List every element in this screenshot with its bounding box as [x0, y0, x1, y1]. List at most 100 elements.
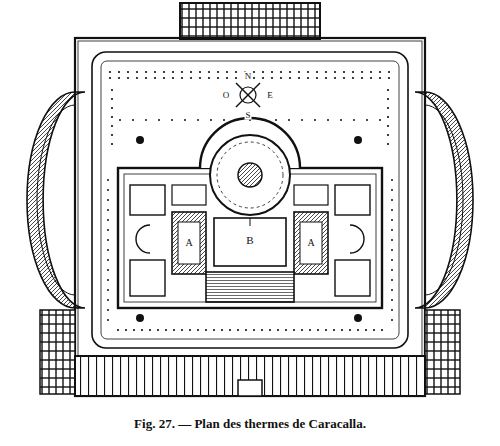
- column-dot: [107, 219, 109, 221]
- column-dot: [205, 329, 207, 331]
- column-dot: [366, 119, 368, 121]
- column-dot: [154, 71, 156, 73]
- room-letter: B: [245, 235, 254, 246]
- column-dot: [107, 209, 109, 211]
- column-dot: [111, 107, 113, 109]
- column-dot: [309, 329, 311, 331]
- column-dot: [190, 71, 192, 73]
- column-dot: [317, 329, 319, 331]
- column-dot: [301, 119, 303, 121]
- column-dot: [107, 239, 109, 241]
- column-dot: [289, 71, 291, 73]
- column-dot: [107, 249, 109, 251]
- column-dot: [125, 329, 127, 331]
- column-dot: [391, 199, 393, 201]
- column-dot: [119, 119, 121, 121]
- column-dot: [221, 329, 223, 331]
- column-dot: [111, 116, 113, 118]
- column-dot: [107, 299, 109, 301]
- column-dot: [293, 329, 295, 331]
- column-dot: [111, 134, 113, 136]
- column-dot: [253, 71, 255, 73]
- column-dot: [301, 329, 303, 331]
- column-dot: [107, 259, 109, 261]
- column-dot: [262, 119, 264, 121]
- column-dot: [277, 329, 279, 331]
- column-dot: [149, 329, 151, 331]
- column-dot: [208, 77, 210, 79]
- room-letter: A: [306, 238, 315, 248]
- column-dot: [107, 199, 109, 201]
- column-dot: [163, 71, 165, 73]
- compass-letter: S: [244, 111, 251, 120]
- column-dot: [245, 329, 247, 331]
- column-dot: [117, 329, 119, 331]
- column-dot: [391, 289, 393, 291]
- column-dot: [145, 71, 147, 73]
- column-dot: [107, 229, 109, 231]
- column-dot: [354, 314, 362, 322]
- column-dot: [261, 329, 263, 331]
- column-dot: [391, 259, 393, 261]
- column-dot: [271, 77, 273, 79]
- column-dot: [223, 119, 225, 121]
- column-dot: [235, 77, 237, 79]
- column-dot: [387, 98, 389, 100]
- column-dot: [262, 71, 264, 73]
- column-dot: [107, 269, 109, 271]
- column-dot: [352, 77, 354, 79]
- column-dot: [388, 77, 390, 79]
- column-dot: [173, 329, 175, 331]
- column-dot: [298, 77, 300, 79]
- column-dot: [217, 77, 219, 79]
- column-dot: [107, 319, 109, 321]
- column-dot: [379, 77, 381, 79]
- column-dot: [341, 329, 343, 331]
- column-dot: [197, 329, 199, 331]
- column-dot: [379, 119, 381, 121]
- column-dot: [253, 77, 255, 79]
- column-dot: [316, 77, 318, 79]
- column-dot: [217, 71, 219, 73]
- column-dot: [132, 119, 134, 121]
- column-dot: [158, 119, 160, 121]
- column-dot: [391, 269, 393, 271]
- room-letter: A: [184, 238, 193, 248]
- column-dot: [387, 89, 389, 91]
- column-dot: [181, 329, 183, 331]
- column-dot: [199, 71, 201, 73]
- column-dot: [111, 89, 113, 91]
- column-dot: [391, 249, 393, 251]
- column-dot: [391, 219, 393, 221]
- column-dot: [190, 77, 192, 79]
- column-dot: [109, 77, 111, 79]
- column-dot: [365, 329, 367, 331]
- column-dot: [172, 77, 174, 79]
- column-dot: [181, 71, 183, 73]
- column-dot: [141, 329, 143, 331]
- column-dot: [271, 71, 273, 73]
- column-dot: [109, 71, 111, 73]
- column-dot: [136, 314, 144, 322]
- column-dot: [343, 77, 345, 79]
- column-dot: [307, 77, 309, 79]
- column-dot: [172, 71, 174, 73]
- column-dot: [280, 77, 282, 79]
- column-dot: [391, 239, 393, 241]
- column-dot: [307, 71, 309, 73]
- column-dot: [391, 309, 393, 311]
- column-dot: [213, 329, 215, 331]
- column-dot: [210, 119, 212, 121]
- column-dot: [353, 119, 355, 121]
- column-dot: [235, 71, 237, 73]
- column-dot: [118, 77, 120, 79]
- column-dot: [325, 71, 327, 73]
- column-dot: [118, 71, 120, 73]
- column-dot: [334, 71, 336, 73]
- column-dot: [298, 71, 300, 73]
- column-dot: [314, 119, 316, 121]
- column-dot: [133, 329, 135, 331]
- column-dot: [226, 71, 228, 73]
- column-dot: [107, 179, 109, 181]
- column-dot: [387, 125, 389, 127]
